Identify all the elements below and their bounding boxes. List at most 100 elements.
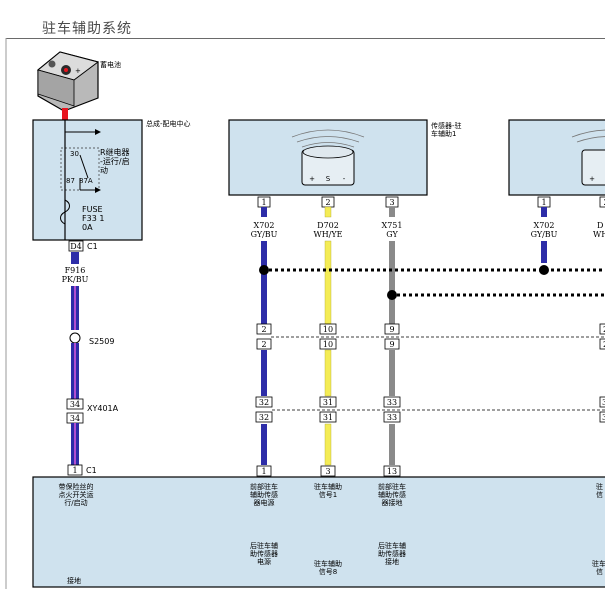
- s1-inline1-a-bot-label: 2: [261, 340, 266, 349]
- inline-pin-34-top: 34: [70, 400, 80, 409]
- s1-inline1-b-bot-label: 10: [323, 340, 333, 349]
- title-rule: [6, 38, 605, 39]
- inline-pin-34-top-box: [66, 398, 84, 410]
- sensor2-wire1-color: GY/BU: [531, 230, 558, 239]
- sensor2-inline1-top: [599, 323, 605, 335]
- s1-inline2-c-top-label: 33: [387, 398, 397, 407]
- s1-inline2-c-bot: [383, 411, 401, 423]
- func-signal1-1: 驻车辅助: [314, 482, 342, 491]
- inline-conn-xy401a: XY401A: [87, 404, 119, 413]
- func-rear-ground-2: 助传感器: [378, 549, 406, 558]
- sensor2-inline1-bot-label: 2: [603, 340, 605, 349]
- wire-x702-circuit: X702: [254, 221, 275, 230]
- sensor2-inline1-top-label: 2: [603, 325, 605, 334]
- power-distribution-center: 总成-配电中心 30 87 87A R继电器 -运行/启 动 FUSE F33 …: [32, 119, 191, 252]
- wire-f916-seg1-stripe: [74, 286, 76, 330]
- sensor1-pin2: 2: [325, 198, 330, 207]
- s1-inline2-b-bot-label: 31: [323, 413, 333, 422]
- s1-inline1-b-top-label: 10: [323, 325, 333, 334]
- wire-x702-seg2: [261, 350, 267, 396]
- s1-inline2-b-top-label: 31: [323, 398, 333, 407]
- pdc-out-conn: C1: [87, 242, 98, 251]
- sensor2-wire1-circuit: X702: [534, 221, 555, 230]
- sensor2-wire2-circuit: D: [597, 221, 603, 230]
- sensor2-wire2-color: WH: [593, 230, 605, 239]
- sensor2-wire1-stub: [541, 207, 547, 217]
- sensor1-pin3: 3: [389, 198, 394, 207]
- relay-label-2: -运行/启: [100, 156, 130, 166]
- ignition-label-2: 点火开关运: [59, 490, 94, 499]
- wire-f916-seg3-stripe: [74, 423, 76, 465]
- wire-f916-seg2-stripe: [74, 343, 76, 399]
- wire-f916-circuit: F916: [65, 266, 86, 275]
- splice-s2509: [69, 332, 81, 344]
- pdc-box: [32, 119, 143, 241]
- sensor2-inline2-bot: [599, 411, 605, 423]
- s1-inline2-a-bot: [255, 411, 273, 423]
- relay-pin-30: 30: [70, 150, 79, 158]
- s1-inline1-c-top-label: 9: [389, 325, 394, 334]
- func-front-ground-2: 辅助传感: [378, 490, 406, 499]
- splice-label: S2509: [89, 337, 114, 346]
- wire-d702-seg2: [324, 349, 332, 397]
- func-front-power-2: 辅助传感: [250, 490, 278, 499]
- pdc-out-pin-box: [68, 240, 84, 252]
- wire-x751-seg3: [389, 424, 395, 465]
- sensor-2: + 1 2 X702 GY/BU D WH: [508, 119, 605, 275]
- wire-x702-stub: [261, 207, 267, 217]
- sensor2-body: [581, 149, 605, 186]
- relay-output-arrow: [95, 187, 101, 193]
- right-func-top-1: 驻: [596, 482, 603, 491]
- right-func-bottom-1: 驻车: [592, 559, 605, 568]
- sensor1-label-1: 传感器-驻: [431, 121, 462, 130]
- s1-inline1-b-top: [319, 323, 337, 335]
- s1-inline1-c-bot-label: 9: [389, 340, 394, 349]
- fuse-label-1: FUSE: [82, 205, 103, 214]
- func-rear-power-2: 助传感器: [250, 549, 278, 558]
- s1-bottom-pin-c: 13: [387, 467, 397, 476]
- wire-x751-circuit: X751: [382, 221, 403, 230]
- pdc-out-pin: D4: [70, 242, 82, 251]
- bottom-pin-1: 1: [72, 466, 77, 475]
- s1-bottom-pin-b-box: [320, 465, 336, 477]
- sensor1-wave-1: [291, 129, 365, 138]
- shield-node-1: [259, 265, 269, 275]
- sensor1-label-2: 车辅助1: [431, 129, 456, 138]
- wire-d702-seg3: [324, 423, 332, 466]
- ignition-label-1: 带保险丝的: [59, 482, 94, 491]
- s1-inline1-a-bot: [256, 338, 272, 350]
- battery-positive-dot: [64, 68, 68, 72]
- func-signal8-1: 驻车辅助: [314, 559, 342, 568]
- sensor2-wire1-seg1: [541, 241, 547, 263]
- sensor1-pin1: 1: [261, 198, 266, 207]
- func-front-power-1: 前部驻车: [250, 482, 278, 491]
- bottom-pin-1-box: [67, 464, 83, 476]
- wire-x751-seg1: [389, 241, 395, 324]
- relay-label-3: 动: [100, 165, 108, 175]
- wire-f916-upper: [71, 252, 79, 264]
- bottom-conn-c1: C1: [86, 466, 97, 475]
- wire-x751-stub: [389, 207, 395, 217]
- sensor2-wave-2: [576, 136, 605, 143]
- sensor2-wave-1: [571, 129, 605, 138]
- pdc-label: 总成-配电中心: [146, 119, 191, 128]
- wire-x702-seg3: [261, 424, 267, 465]
- parking-assist-module: 带保险丝的 点火开关运 行/启动 接地 前部驻车 辅助传感 器电源 驻车辅助 信…: [32, 476, 605, 588]
- battery-front: [37, 69, 75, 107]
- shield-node-3: [539, 265, 549, 275]
- s1-inline2-a-top: [255, 396, 273, 408]
- s1-inline2-a-top-label: 32: [259, 398, 269, 407]
- sensor1-terminal-s: S: [326, 175, 331, 183]
- sensor2-pin2: 2: [603, 198, 605, 207]
- sensor-1: 传感器-驻 车辅助1 + S - 1 2 3 X702 GY/BU D702 W…: [228, 119, 462, 477]
- sensor2-inline1-bot: [599, 338, 605, 350]
- relay-label-1: R继电器: [100, 147, 130, 157]
- s1-inline1-a-top: [256, 323, 272, 335]
- s1-inline2-c-bot-label: 33: [387, 413, 397, 422]
- wire-x751-seg2: [389, 350, 395, 396]
- fuse-symbol: [60, 199, 70, 225]
- sensor2-inline2-bot-label: 32: [602, 413, 605, 422]
- wire-d702-stub: [324, 206, 332, 218]
- wire-f916-color: PK/BU: [62, 275, 89, 284]
